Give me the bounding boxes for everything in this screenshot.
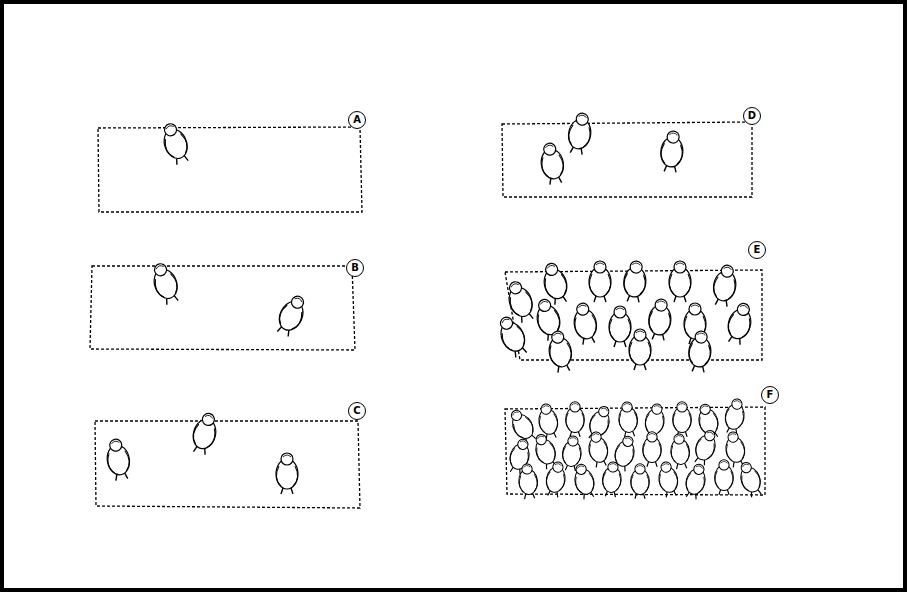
callout-letter: A bbox=[348, 111, 366, 129]
callout-letter: F bbox=[761, 386, 779, 404]
callout-letter: C bbox=[348, 402, 366, 420]
area-outlines bbox=[90, 122, 765, 508]
people-figures bbox=[104, 111, 765, 500]
callout-letter: D bbox=[743, 107, 761, 125]
callout-letter: E bbox=[748, 241, 766, 259]
callout-letter: B bbox=[346, 259, 364, 277]
